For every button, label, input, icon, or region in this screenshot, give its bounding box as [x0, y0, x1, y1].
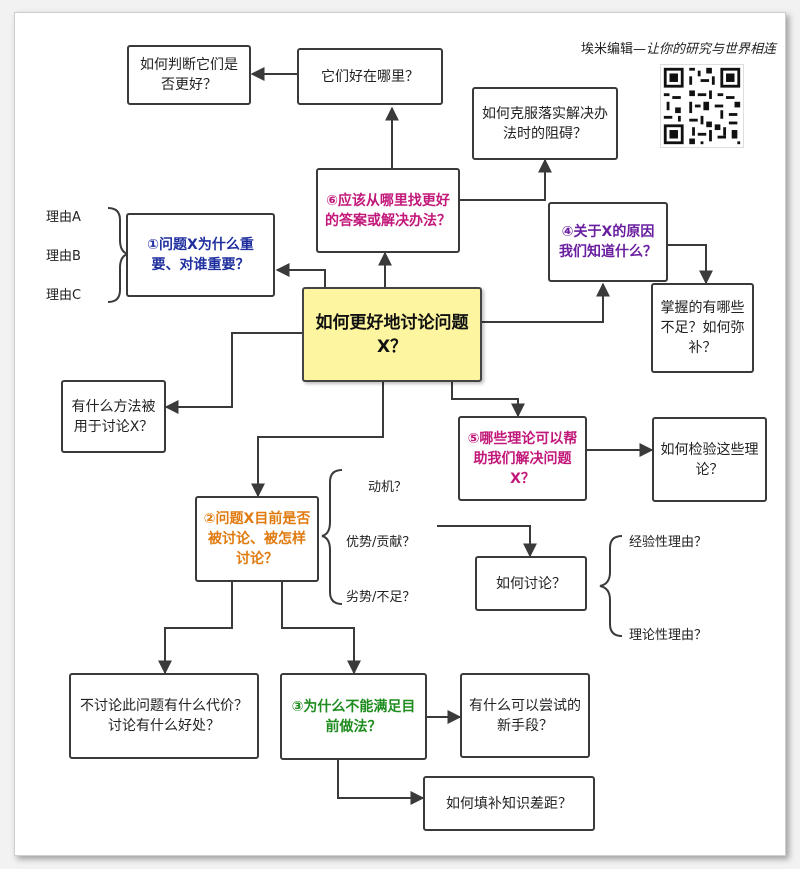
q3-text: ③为什么不能满足目前做法？: [291, 698, 416, 735]
fill-gap-box[interactable]: 如何填补知识差距？: [423, 776, 595, 831]
center-question-box[interactable]: 如何更好地讨论问题X？: [302, 287, 482, 382]
connector-center-q2: [251, 382, 384, 498]
reason-c-label: 理由C: [46, 288, 82, 303]
how-discuss-box[interactable]: 如何讨论？: [475, 556, 587, 611]
brand-separator: —: [632, 42, 646, 57]
connector-q2-cost: [158, 582, 233, 675]
brace-reasons: [107, 207, 129, 303]
qr-code-icon[interactable]: [660, 64, 744, 148]
aspect-disadvantage-label: 劣势/不足？: [346, 590, 416, 605]
connector-center-q5: [451, 382, 525, 418]
reason-b-label: 理由B: [46, 249, 81, 264]
cost-box[interactable]: 不讨论此问题有什么代价？讨论有什么好处？: [69, 673, 259, 759]
q1-box[interactable]: ①问题X为什么重要、对谁重要？: [126, 213, 275, 297]
brace-reason-types: [599, 535, 623, 637]
brand-slogan: 让你的研究与世界相连: [645, 42, 776, 57]
theoretical-reason-label: 理论性理由？: [629, 628, 708, 643]
connector-center-q1: [275, 263, 326, 287]
methods-box[interactable]: 有什么方法被用于讨论X？: [61, 380, 166, 453]
connector-q4-grasp: [668, 244, 713, 285]
reason-a-label: 理由A: [46, 210, 81, 225]
aspect-advantage-label: 优势/贡献？: [346, 535, 416, 550]
q3-box[interactable]: ③为什么不能满足目前做法？: [280, 673, 427, 760]
brace-q2-aspects: [321, 469, 343, 605]
q5-box[interactable]: ⑤哪些理论可以帮助我们解决问题X？: [458, 416, 587, 501]
q2-box[interactable]: ②问题X目前是否被讨论、被怎样讨论？: [195, 496, 319, 582]
brand-watermark: 埃米编辑—让你的研究与世界相连: [581, 38, 776, 57]
connector-q2-q3: [281, 582, 361, 675]
q5-text: ⑤哪些理论可以帮助我们解决问题X？: [467, 430, 578, 487]
q6-text: ⑥应该从哪里找更好的答案或解决办法？: [325, 192, 451, 229]
connector-q6-overcome: [460, 158, 552, 201]
judge-better-box[interactable]: 如何判断它们是否更好？: [127, 45, 251, 105]
connector-center-methods: [164, 332, 302, 414]
brand-name: 埃米编辑: [580, 42, 633, 57]
q6-box[interactable]: ⑥应该从哪里找更好的答案或解决办法？: [316, 168, 460, 253]
q2-text: ②问题X目前是否被讨论、被怎样讨论？: [203, 511, 311, 567]
new-means-box[interactable]: 有什么可以尝试的新手段？: [460, 673, 590, 758]
connector-aspects-howdiscuss: [437, 525, 537, 558]
connector-q3-fillgap: [337, 760, 425, 805]
overcome-box[interactable]: 如何克服落实解决办法时的阻碍？: [472, 87, 618, 160]
q4-text: ④关于X的原因我们知道什么？: [559, 224, 657, 260]
good-where-box[interactable]: 它们好在哪里？: [297, 48, 443, 105]
connector-center-q4: [482, 282, 610, 323]
aspect-motivation-label: 动机？: [368, 480, 408, 495]
q1-text: ①问题X为什么重要、对谁重要？: [147, 237, 254, 273]
empirical-reason-label: 经验性理由？: [629, 535, 708, 550]
q4-box[interactable]: ④关于X的原因我们知道什么？: [548, 202, 668, 282]
grasp-box[interactable]: 掌握的有哪些不足？如何弥补？: [651, 283, 754, 373]
verify-box[interactable]: 如何检验这些理论？: [652, 417, 767, 502]
